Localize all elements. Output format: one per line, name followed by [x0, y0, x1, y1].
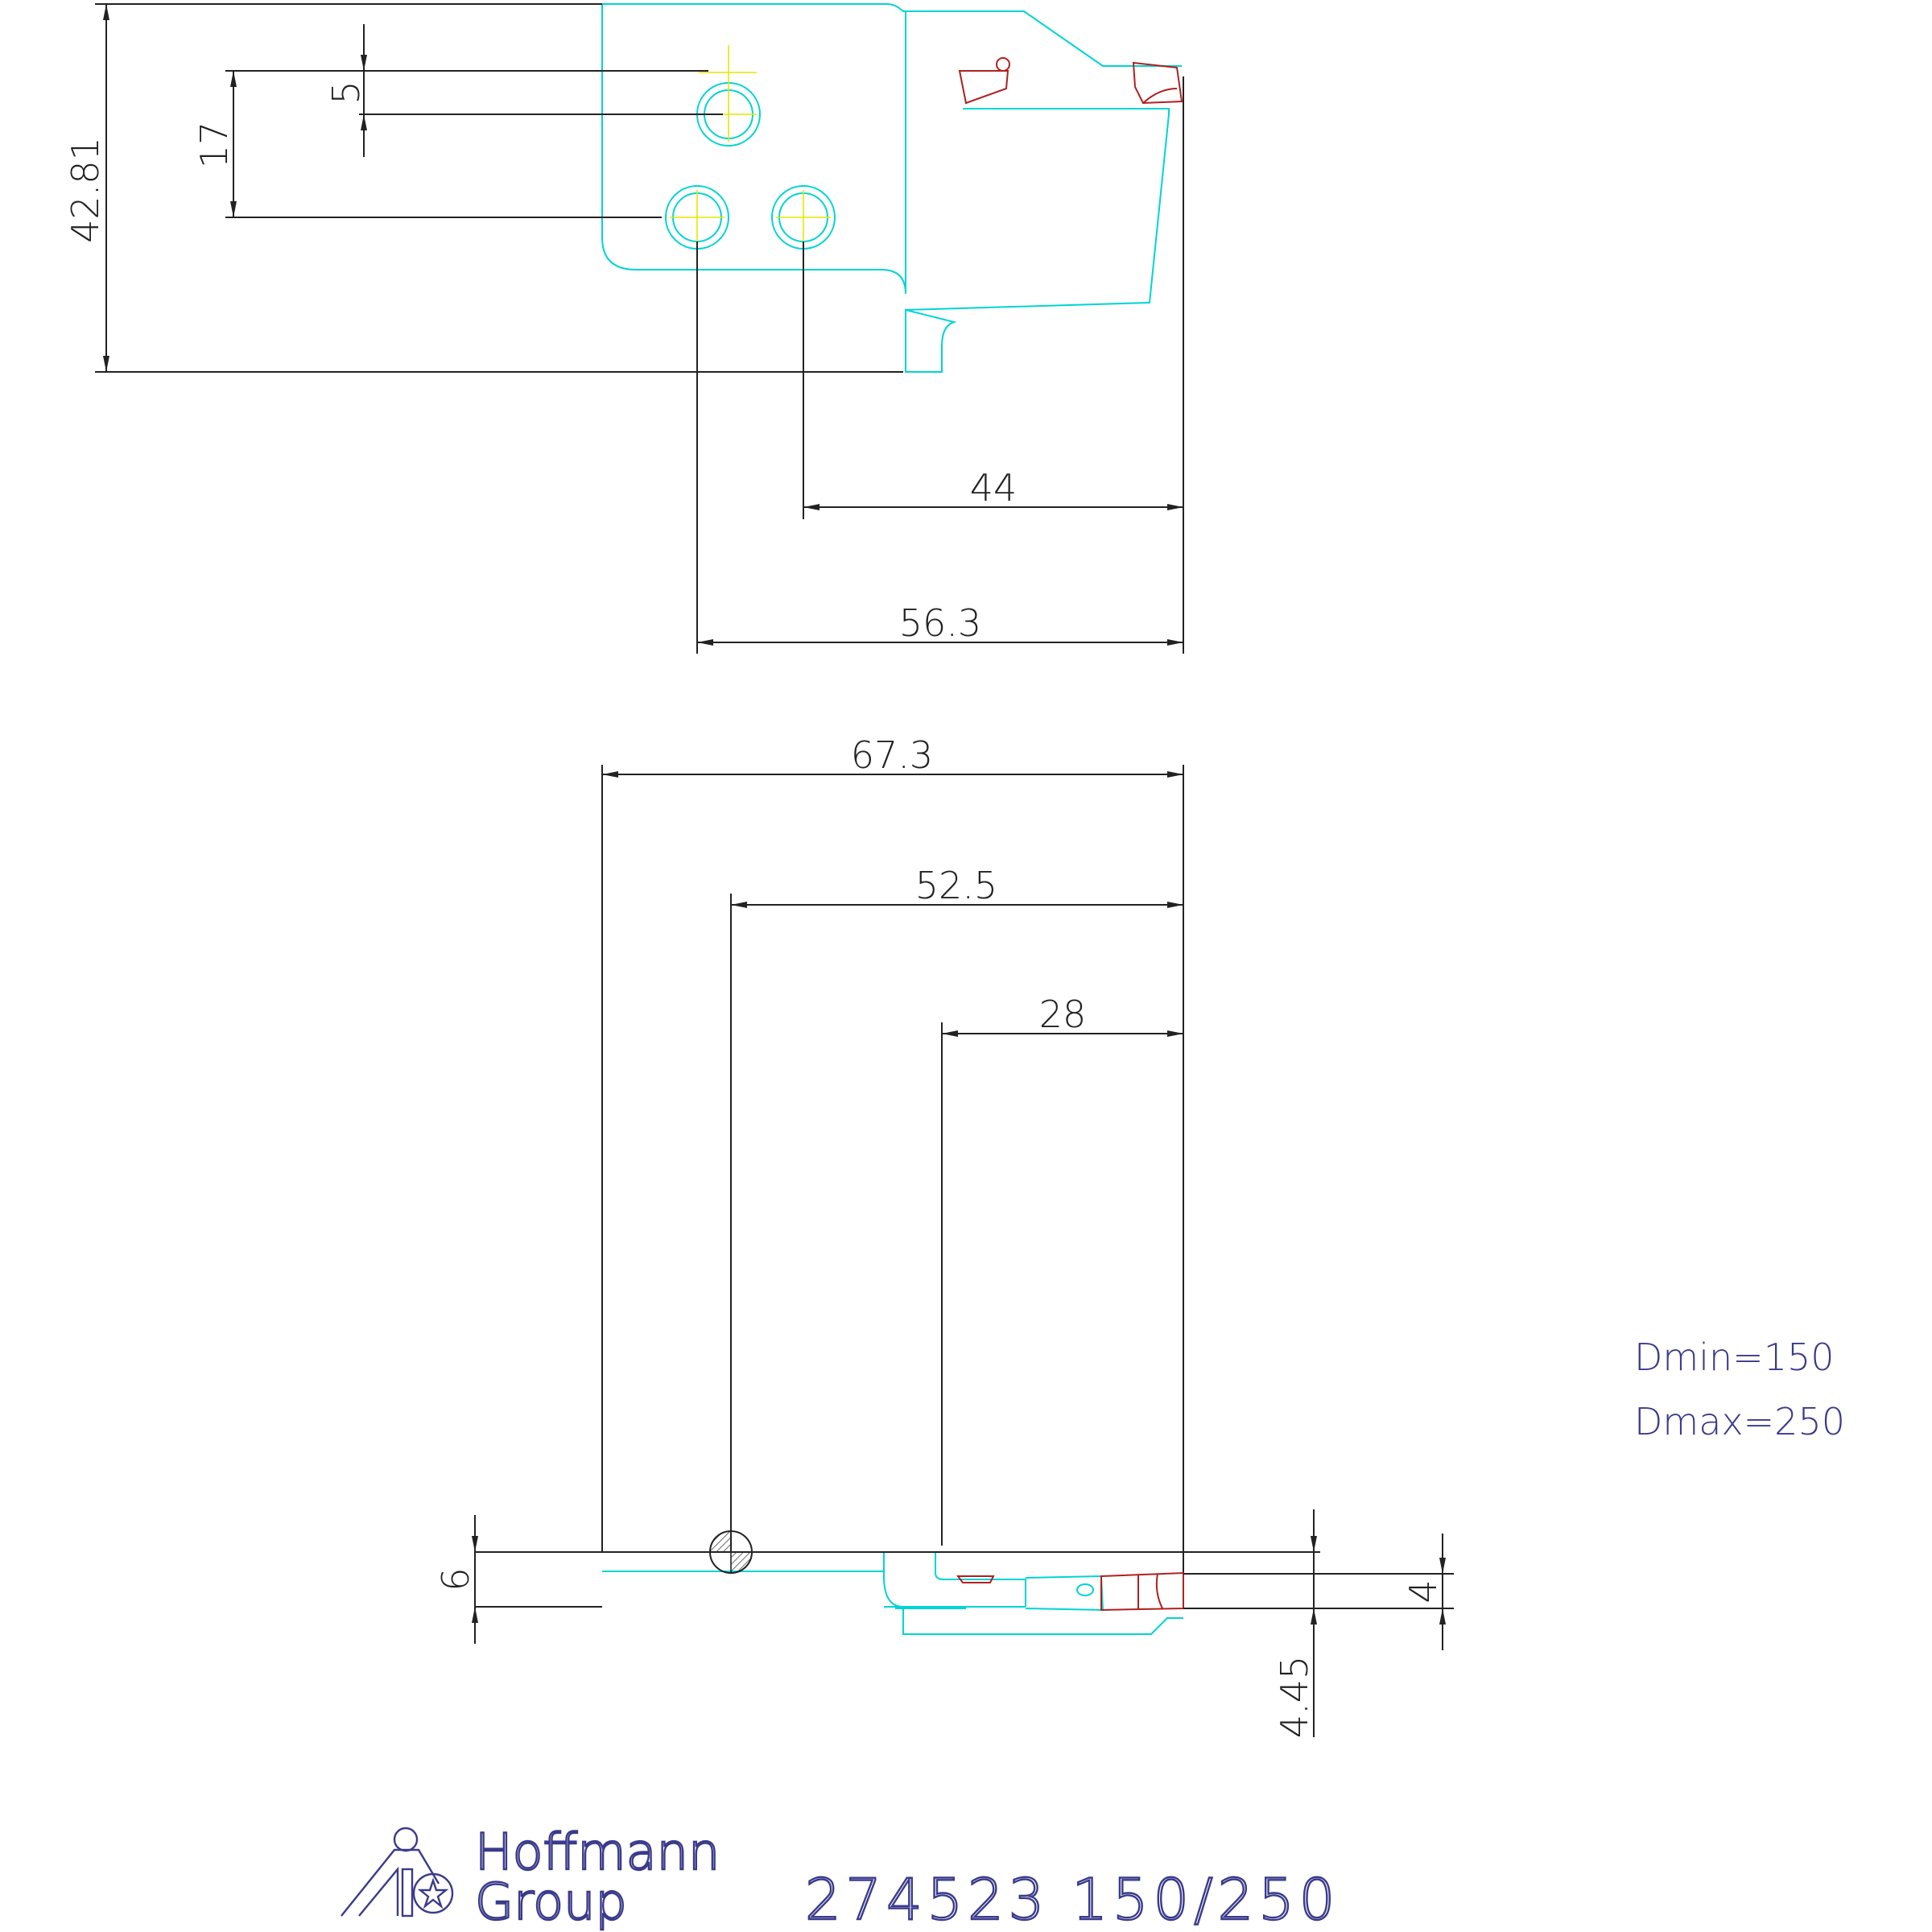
company-logo: Hoffmann Group — [341, 1822, 720, 1932]
dim-4 — [1183, 1534, 1454, 1650]
dim-5 — [359, 24, 723, 157]
screw-hole-1 — [696, 45, 761, 147]
bottom-view: 67.3 52.5 28 — [434, 733, 1454, 1738]
screw-hole-3 — [771, 185, 836, 250]
dim-52-5-label: 52.5 — [915, 864, 997, 907]
dmin-note: Dmin=150 — [1634, 1335, 1835, 1379]
insert-top — [958, 57, 1183, 105]
holder-outline-bottom — [602, 1551, 1183, 1635]
dmax-note: Dmax=250 — [1634, 1400, 1845, 1443]
holder-outline-top — [601, 3, 1182, 373]
dim-4-label: 4 — [1402, 1579, 1445, 1603]
screw-hole-2 — [665, 185, 729, 250]
dim-44 — [803, 76, 1184, 654]
dim-5-label: 5 — [324, 80, 368, 104]
dim-28-label: 28 — [1039, 993, 1087, 1036]
dim-67-3-label: 67.3 — [851, 733, 933, 777]
dim-17-label: 17 — [192, 122, 236, 169]
dim-56-3-label: 56.3 — [899, 601, 981, 645]
logo-text-line1: Hoffmann — [475, 1823, 720, 1881]
dim-56-3 — [696, 242, 1183, 654]
top-view: 42.81 17 5 44 56.3 — [64, 3, 1184, 654]
centre-mark — [709, 1530, 753, 1574]
dim-6-label: 6 — [434, 1567, 477, 1591]
logo-text-line2: Group — [475, 1872, 627, 1931]
dim-4-45-label: 4.45 — [1273, 1656, 1316, 1738]
dim-42-81-label: 42.81 — [64, 137, 107, 243]
insert-bottom — [956, 1571, 1184, 1612]
clamp-screw-ellipse — [1076, 1583, 1094, 1596]
dim-44-label: 44 — [970, 466, 1018, 510]
dim-17 — [225, 70, 708, 218]
part-code: 274523 150/250 — [805, 1867, 1340, 1932]
logo-figure-icon — [341, 1827, 454, 1918]
